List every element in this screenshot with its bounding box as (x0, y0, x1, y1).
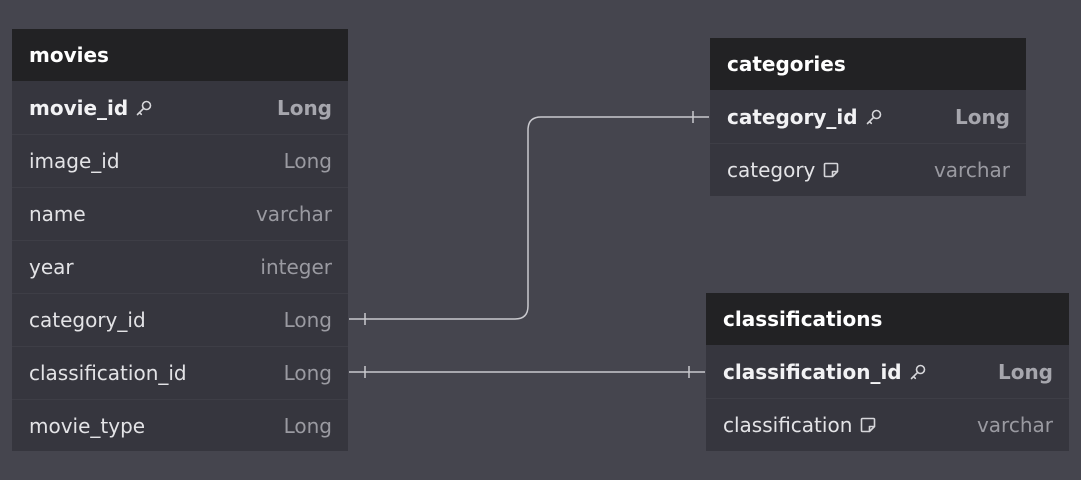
field-row-classification-id[interactable]: classification_id Long (12, 346, 348, 399)
note-icon[interactable] (822, 161, 840, 179)
rel-movies-categories[interactable] (349, 111, 709, 325)
field-type: integer (260, 255, 332, 279)
field-row-category-id[interactable]: category_id Long (12, 293, 348, 346)
field-type: varchar (255, 202, 332, 226)
table-classifications[interactable]: classifications classification_id Long c… (706, 293, 1069, 451)
key-icon (909, 363, 927, 381)
field-row-category[interactable]: category varchar (710, 143, 1026, 196)
field-row-movie-type[interactable]: movie_type Long (12, 399, 348, 452)
field-row-name[interactable]: name varchar (12, 187, 348, 240)
table-header-categories[interactable]: categories (710, 38, 1026, 90)
field-name: image_id (29, 149, 120, 173)
field-type: Long (954, 104, 1010, 129)
field-row-classification-id[interactable]: classification_id Long (706, 345, 1069, 398)
field-type: varchar (933, 158, 1010, 182)
rel-movies-classifications[interactable] (349, 366, 705, 378)
field-name: category (727, 158, 816, 182)
field-type: Long (283, 149, 332, 173)
field-row-classification[interactable]: classification varchar (706, 398, 1069, 451)
key-icon (135, 99, 153, 117)
field-name: name (29, 202, 86, 226)
field-name: movie_type (29, 414, 146, 438)
field-name: category_id (29, 308, 146, 332)
table-movies[interactable]: movies movie_id Long image_id Long name … (12, 29, 348, 451)
field-type: Long (276, 95, 332, 120)
field-name: movie_id (29, 95, 129, 120)
field-type: Long (997, 359, 1053, 384)
table-header-classifications[interactable]: classifications (706, 293, 1069, 345)
note-icon[interactable] (859, 416, 877, 434)
field-type: varchar (976, 413, 1053, 437)
field-name: classification_id (723, 359, 902, 384)
field-name: classification_id (29, 361, 187, 385)
field-type: Long (283, 361, 332, 385)
field-name: year (29, 255, 74, 279)
field-type: Long (283, 414, 332, 438)
table-header-movies[interactable]: movies (12, 29, 348, 81)
field-type: Long (283, 308, 332, 332)
field-row-image-id[interactable]: image_id Long (12, 134, 348, 187)
field-name: category_id (727, 104, 858, 129)
field-row-year[interactable]: year integer (12, 240, 348, 293)
key-icon (865, 108, 883, 126)
field-name: classification (723, 413, 853, 437)
table-categories[interactable]: categories category_id Long category var… (710, 38, 1026, 196)
field-row-movie-id[interactable]: movie_id Long (12, 81, 348, 134)
field-row-category-id[interactable]: category_id Long (710, 90, 1026, 143)
